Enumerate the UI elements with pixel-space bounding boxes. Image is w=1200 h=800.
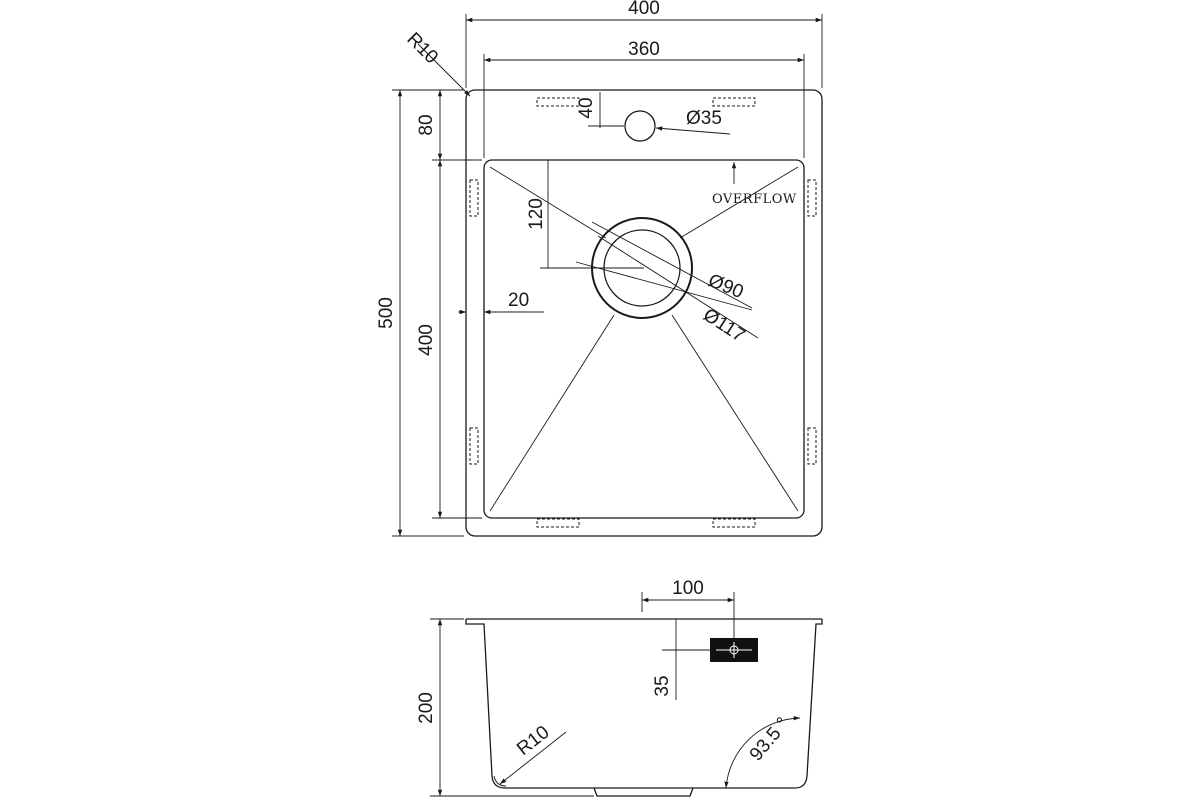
dim-top-margin-label: 80 [416, 114, 437, 135]
dim-overflow-height-label: 35 [652, 675, 673, 696]
wall-angle-label: 93.5 ° [746, 714, 794, 766]
dim-side-corner-radius: R10 [493, 722, 567, 787]
side-corner-radius-label: R10 [513, 722, 553, 760]
dim-depth: 200 [416, 618, 594, 797]
dim-bowl-width-label: 360 [628, 39, 660, 60]
dim-tap-hole: Ø35 [655, 108, 731, 135]
drain-outer-diameter-label: Ø117 [699, 305, 748, 347]
tap-hole-diameter-label: Ø35 [686, 108, 722, 129]
sink-outline [465, 89, 823, 537]
tap-hole [624, 110, 656, 142]
dim-overall-width: 400 [465, 0, 823, 88]
bowl-slope-lines [489, 166, 799, 512]
overflow-label: OVERFLOW [712, 192, 797, 207]
drain-inner-diameter-label: Ø90 [705, 270, 746, 303]
dim-side-margin-label: 20 [508, 290, 529, 311]
dim-depth-label: 200 [416, 692, 437, 724]
dim-overall-length: 500 [376, 89, 464, 537]
dim-drain-offset-label: 120 [526, 198, 547, 230]
dim-overflow-height: 35 [652, 619, 710, 700]
dim-drain-offset: 120 [526, 160, 644, 269]
side-profile [465, 619, 823, 789]
bowl-outline [483, 159, 805, 519]
dim-bowl-width: 360 [483, 39, 805, 158]
mounting-clips [469, 97, 817, 528]
side-view: 100 35 200 R10 93.5 ° [416, 578, 823, 797]
dim-wall-angle: 93.5 ° [724, 714, 801, 789]
dim-bowl-length: 400 [416, 160, 482, 519]
dim-tap-offset-label: 40 [576, 97, 597, 118]
dim-corner-radius: R10 [402, 29, 471, 97]
dim-tap-offset: 40 [576, 92, 624, 128]
overflow-icon [716, 642, 752, 658]
dim-bowl-length-label: 400 [416, 324, 437, 356]
dim-overflow-offset-label: 100 [672, 578, 704, 599]
dim-overall-length-label: 500 [376, 297, 397, 329]
dim-overflow-offset: 100 [641, 578, 735, 640]
drain-stub [593, 787, 694, 797]
dim-top-margin: 80 [416, 90, 482, 161]
dim-side-margin: 20 [458, 290, 544, 315]
top-view: 400 360 R10 500 80 [376, 0, 823, 537]
overflow-marker: OVERFLOW [712, 162, 797, 207]
dim-overall-width-label: 400 [628, 0, 660, 19]
dim-drain-diameters: Ø90 Ø117 [575, 221, 759, 347]
